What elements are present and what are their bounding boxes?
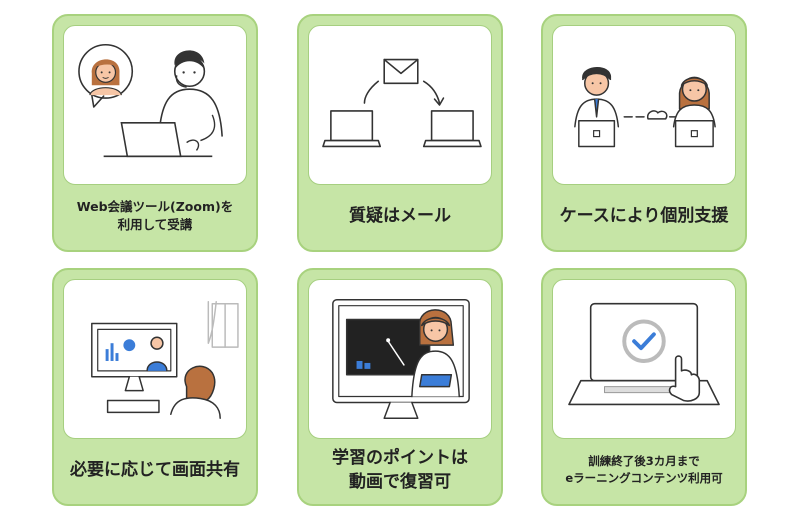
- caption-line: 動画で復習可: [349, 472, 451, 492]
- caption-line: ケースにより個別支援: [559, 206, 729, 226]
- caption-line: eラーニングコンテンツ利用可: [565, 471, 723, 485]
- feature-card-web-meeting: Web会議ツール(Zoom)を 利用して受講: [52, 14, 258, 252]
- video-call-icon: [78, 43, 223, 158]
- screen-share-icon: [91, 300, 239, 419]
- caption-line: 利用して受講: [117, 217, 193, 232]
- feature-card-individual-support: ケースにより個別支援: [541, 14, 747, 252]
- support-icon: [574, 66, 716, 148]
- individual-support-illustration: [552, 25, 736, 185]
- feature-caption: 学習のポイントは 動画で復習可: [299, 442, 501, 498]
- email-icon: [322, 58, 482, 148]
- feature-caption: Web会議ツール(Zoom)を 利用して受講: [54, 188, 256, 244]
- caption-line: 必要に応じて画面共有: [70, 460, 240, 480]
- feature-card-video-review: 学習のポイントは 動画で復習可: [297, 268, 503, 506]
- caption-line: Web会議ツール(Zoom)を: [76, 199, 234, 214]
- feature-caption: 必要に応じて画面共有: [54, 442, 256, 498]
- check-laptop-icon: [568, 302, 720, 406]
- screen-share-illustration: [63, 279, 247, 439]
- feature-card-elearning: 訓練終了後3カ月まで eラーニングコンテンツ利用可: [541, 268, 747, 506]
- caption-line: 学習のポイントは: [332, 448, 468, 468]
- video-lecture-illustration: [308, 279, 492, 439]
- feature-card-email-questions: 質疑はメール: [297, 14, 503, 252]
- feature-caption: 質疑はメール: [299, 188, 501, 244]
- caption-line: 訓練終了後3カ月まで: [588, 454, 700, 468]
- email-illustration: [308, 25, 492, 185]
- video-call-illustration: [63, 25, 247, 185]
- video-lecture-icon: [332, 299, 470, 419]
- feature-caption: 訓練終了後3カ月まで eラーニングコンテンツ利用可: [543, 442, 745, 498]
- caption-line: 質疑はメール: [349, 206, 451, 226]
- feature-caption: ケースにより個別支援: [543, 188, 745, 244]
- feature-card-screen-share: 必要に応じて画面共有: [52, 268, 258, 506]
- elearning-check-illustration: [552, 279, 736, 439]
